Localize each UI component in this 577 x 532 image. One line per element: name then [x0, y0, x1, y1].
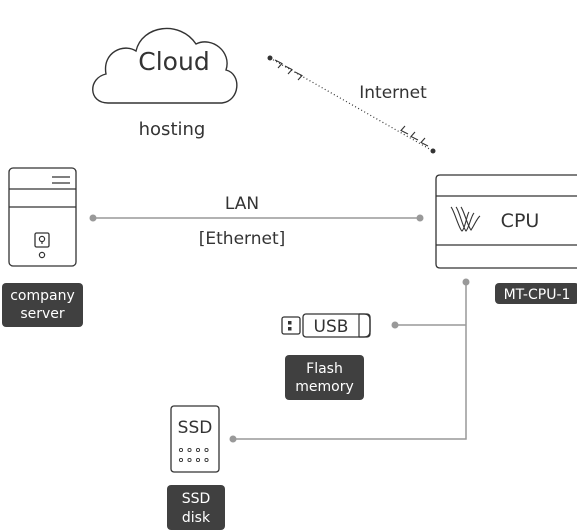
- ssd-disk-badge-line2: disk: [182, 510, 211, 526]
- bus-endpoint: [462, 278, 470, 286]
- internet-link-endpoint: [430, 148, 436, 154]
- bus-endpoint: [229, 435, 237, 443]
- internet-link: Internet: [267, 55, 436, 154]
- ssd-icon: [170, 405, 220, 473]
- company-server-badge: [2, 283, 83, 327]
- usb-connector-icon: [281, 316, 301, 335]
- cloud-subtitle: hosting: [139, 119, 206, 140]
- ssd-bus-line: [233, 282, 467, 440]
- usb-flash-node: USB Flash memory: [281, 313, 371, 400]
- ssd-node: SSD SSD disk: [167, 405, 225, 530]
- ssd-disk-badge: [167, 485, 225, 530]
- power-button-icon: [34, 232, 50, 248]
- lan-label: LAN: [225, 194, 259, 214]
- usb-label: USB: [314, 317, 349, 337]
- arrow-icon-up: [400, 125, 429, 147]
- internet-link-line: [269, 57, 434, 152]
- ssd-label: SSD: [178, 418, 213, 438]
- cpu-model-badge: [495, 283, 577, 304]
- cloud-node: Cloud hosting: [92, 27, 238, 140]
- led-icon: [38, 251, 46, 259]
- arrow-icon-down: [274, 59, 303, 81]
- lan-link: LAN [Ethernet]: [89, 194, 424, 249]
- bus-endpoint: [391, 321, 399, 329]
- ssd-disk-badge-line1: SSD: [182, 491, 211, 507]
- lan-link-endpoint: [416, 214, 424, 222]
- cpu-label: CPU: [501, 210, 540, 232]
- brand-logo-icon: [450, 206, 481, 232]
- internet-link-endpoint: [267, 55, 273, 61]
- flash-memory-badge-line2: memory: [295, 379, 354, 395]
- lan-protocol-label: [Ethernet]: [199, 229, 286, 249]
- internet-label: Internet: [359, 83, 427, 103]
- cloud-title: Cloud: [138, 47, 209, 76]
- company-server-badge-line2: server: [20, 306, 65, 322]
- server-icon: [8, 167, 77, 267]
- storage-bus: [233, 282, 467, 440]
- cloud-icon: [92, 27, 238, 104]
- ssd-pins-icon: [178, 447, 209, 463]
- flash-memory-badge: [285, 355, 364, 400]
- company-server-node: company server: [2, 167, 83, 327]
- flash-memory-badge-line1: Flash: [306, 361, 343, 377]
- cpu-model-badge-text: MT-CPU-1: [504, 287, 571, 303]
- company-server-badge-line1: company: [10, 288, 75, 304]
- cpu-module-node: CPU MT-CPU-1: [435, 174, 577, 304]
- lan-link-endpoint: [89, 214, 97, 222]
